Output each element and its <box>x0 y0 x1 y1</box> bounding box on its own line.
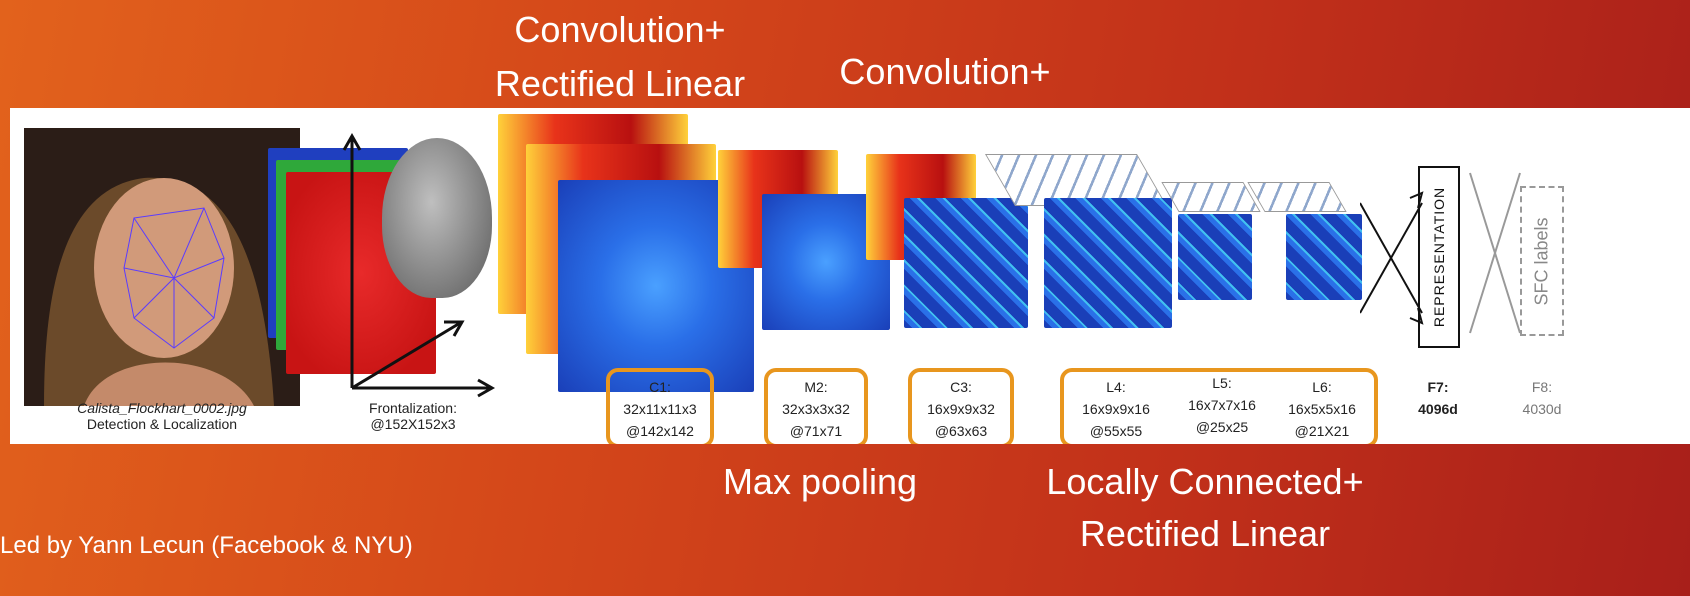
highlight-box-m2 <box>764 368 868 444</box>
layer-f8: F8: 4030d <box>1510 376 1574 420</box>
frontalized-3d-face <box>382 138 492 298</box>
layer-l5-name: L5: <box>1212 375 1232 391</box>
layer-c3-out: @63x63 <box>934 423 988 439</box>
layer-f7: F7: 4096d <box>1408 376 1468 420</box>
layer-l5: L5: 16x7x7x16 @25x25 <box>1174 372 1270 438</box>
layer-c1-name: C1: <box>649 379 671 395</box>
footer-credit: Led by Yann Lecun (Facebook & NYU) <box>0 532 413 559</box>
annotation-convolution-1-line1: Convolution+ <box>514 9 726 50</box>
l5-slab <box>1161 182 1261 212</box>
representation-label: REPRESENTATION <box>1431 186 1447 328</box>
layer-f8-name: F8: <box>1531 379 1553 395</box>
layer-l5-out: @25x25 <box>1195 419 1249 435</box>
layer-l6: L6: 16x5x5x16 @21X21 <box>1274 376 1370 442</box>
representation-box: REPRESENTATION <box>1418 166 1460 348</box>
frontalization-dims: @152X152x3 <box>370 416 456 432</box>
layer-l6-out: @21X21 <box>1294 423 1350 439</box>
layer-c3-dims: 16x9x9x32 <box>927 401 995 417</box>
layer-l4-name: L4: <box>1106 379 1126 395</box>
layer-m2-name: M2: <box>804 379 828 395</box>
input-caption-label: Detection & Localization <box>86 416 238 432</box>
annotation-locally-connected-line2: Rectified Linear <box>1079 513 1331 554</box>
input-face-photo <box>24 128 300 406</box>
annotation-locally-connected: Locally Connected+ Rectified Linear <box>1030 462 1380 554</box>
layer-m2-dims: 32x3x3x32 <box>782 401 850 417</box>
l6-slab <box>1247 182 1347 212</box>
layer-c1-out: @142x142 <box>626 423 694 439</box>
face-photo-image <box>24 128 300 406</box>
input-caption: Calista_Flockhart_0002.jpg Detection & L… <box>24 400 300 432</box>
layer-l6-name: L6: <box>1312 379 1332 395</box>
network-diagram: Calista_Flockhart_0002.jpg Detection & L… <box>10 108 1690 444</box>
layer-c3: C3: 16x9x9x32 @63x63 <box>910 376 1012 442</box>
annotation-convolution-1: Convolution+ Rectified Linear <box>490 10 750 104</box>
layer-c3-name: C3: <box>950 379 972 395</box>
frontalization-label: Frontalization: <box>369 400 457 416</box>
highlight-box-lc <box>1060 368 1378 444</box>
layer-m2: M2: 32x3x3x32 @71x71 <box>766 376 866 442</box>
layer-m2-out: @71x71 <box>789 423 843 439</box>
axes-arrows-icon <box>342 132 496 398</box>
annotation-max-pooling: Max pooling <box>722 461 918 502</box>
layer-l4-out: @55x55 <box>1089 423 1143 439</box>
annotation-locally-connected-line1: Locally Connected+ <box>1046 461 1364 502</box>
c3-map-front <box>904 198 1028 328</box>
l5-map <box>1178 214 1252 300</box>
layer-l4: L4: 16x9x9x16 @55x55 <box>1068 376 1164 442</box>
input-caption-file: Calista_Flockhart_0002.jpg <box>77 400 247 416</box>
layer-l4-dims: 16x9x9x16 <box>1082 401 1150 417</box>
layer-f7-dims: 4096d <box>1418 401 1458 417</box>
annotation-convolution-1-line2: Rectified Linear <box>494 63 746 104</box>
highlight-box-c1 <box>606 368 714 444</box>
layer-l5-dims: 16x7x7x16 <box>1188 397 1256 413</box>
annotation-convolution-2: Convolution+ <box>839 51 1051 92</box>
layer-f7-name: F7: <box>1427 379 1449 395</box>
highlight-box-c3 <box>908 368 1014 444</box>
sfc-label: SFC labels <box>1531 216 1552 306</box>
frontalization-caption: Frontalization: @152X152x3 <box>338 400 488 432</box>
layer-f8-dims: 4030d <box>1522 401 1562 417</box>
l4-map <box>1044 198 1172 328</box>
layer-l6-dims: 16x5x5x16 <box>1288 401 1356 417</box>
l6-map <box>1286 214 1362 300</box>
layer-c1: C1: 32x11x11x3 @142x142 <box>608 376 712 442</box>
sfc-labels-box: SFC labels <box>1520 186 1564 336</box>
layer-c1-dims: 32x11x11x3 <box>623 401 697 417</box>
